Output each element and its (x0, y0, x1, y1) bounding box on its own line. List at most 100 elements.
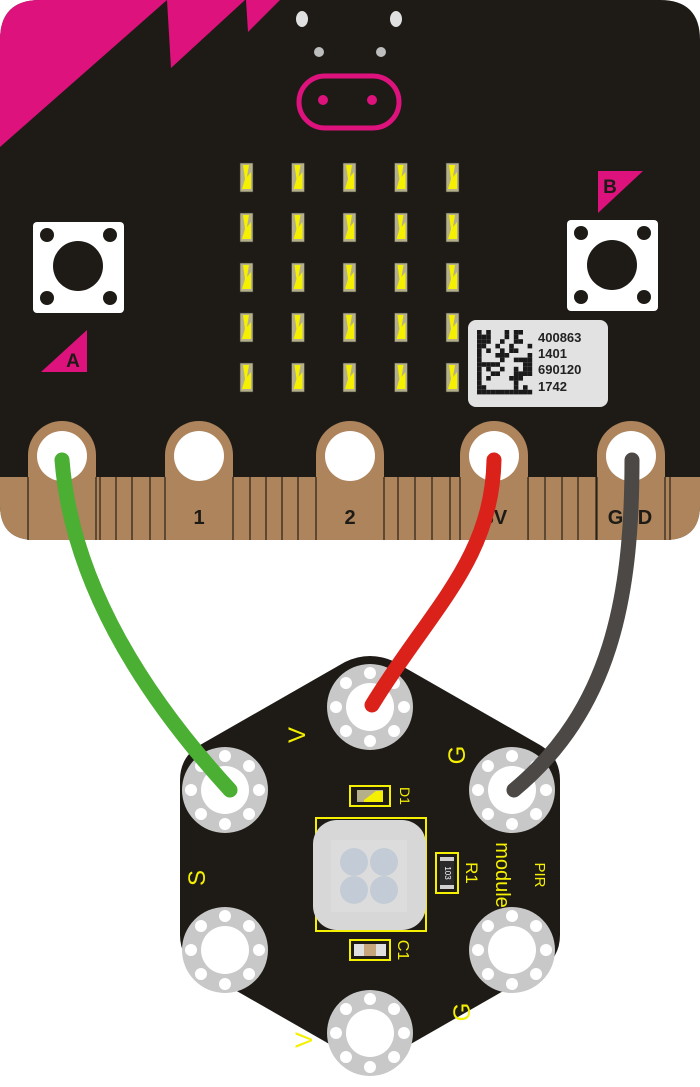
pin-2-label: 2 (344, 507, 355, 529)
datamatrix-cell (509, 376, 514, 381)
led-light (242, 365, 251, 389)
wire-signal[interactable] (54, 452, 238, 798)
pad-via (472, 784, 484, 796)
wire-ground[interactable] (506, 452, 640, 798)
pad-via (364, 1061, 376, 1073)
pin-hole[interactable] (325, 431, 375, 481)
pad-via (481, 759, 494, 772)
datamatrix-cell (527, 389, 533, 395)
datamatrix-cell (523, 389, 528, 395)
datamatrix-cell (495, 371, 500, 376)
pin-pad-pin2[interactable] (315, 421, 385, 540)
wires (54, 452, 640, 798)
datamatrix-cell (527, 366, 533, 372)
led-pixel (342, 212, 357, 243)
led-pixel (291, 212, 305, 243)
led-pixel (394, 262, 408, 293)
led-light (242, 315, 251, 339)
pir-pads (182, 664, 555, 1076)
serial-line-3: 690120 (538, 362, 581, 377)
led-pixel (394, 362, 408, 393)
led-pixel (239, 262, 254, 293)
pad-via (339, 676, 352, 689)
datamatrix-cell (486, 330, 491, 335)
datamatrix-cell (495, 389, 500, 395)
r1-terminal (440, 857, 454, 861)
pad-via (506, 750, 518, 762)
button-a-label: A (66, 351, 80, 372)
datamatrix-cell (477, 371, 482, 376)
datamatrix-cell (513, 380, 519, 386)
led-light (396, 315, 406, 339)
pad-via (506, 910, 518, 922)
button-b[interactable] (567, 220, 658, 311)
button-a-hole (103, 228, 117, 242)
datamatrix-cell (477, 343, 482, 349)
button-b-hole (637, 290, 651, 304)
sensor-element (370, 876, 398, 904)
c1-center (364, 944, 376, 956)
led-light (242, 165, 251, 189)
pad-via (506, 818, 518, 830)
datamatrix-cell (486, 339, 491, 344)
pad-via (219, 818, 231, 830)
led-matrix (239, 162, 460, 393)
button-a-hole (40, 228, 54, 242)
led-light (242, 265, 251, 289)
datamatrix-cell (518, 339, 523, 344)
datamatrix-cell (513, 348, 519, 353)
led-pixel (239, 212, 254, 243)
datamatrix-cell (513, 357, 519, 363)
pin-hole[interactable] (174, 431, 224, 481)
led-light (448, 365, 457, 389)
pir-pad-s-bottom[interactable] (182, 907, 268, 993)
pad-via (388, 1002, 401, 1015)
led-light (396, 215, 406, 239)
pir-label-v-top: V (284, 727, 311, 743)
led-light (242, 215, 251, 239)
button-a-cap[interactable] (53, 241, 103, 291)
accent-triangle-large (0, 0, 167, 147)
pin-pad-pin1[interactable] (164, 421, 234, 540)
pir-label-g-bottom: G (449, 1003, 476, 1022)
serial-line-4: 1742 (538, 379, 567, 394)
datamatrix-cell (481, 389, 487, 395)
pad-via (530, 808, 543, 821)
pir-pad-v-bottom[interactable] (327, 990, 413, 1076)
pir-pad-g-bottom[interactable] (469, 907, 555, 993)
pad-via (364, 735, 376, 747)
pad-hole[interactable] (488, 926, 536, 974)
datamatrix-cell (518, 330, 523, 335)
datamatrix-cell (477, 376, 482, 381)
wire-power[interactable] (364, 452, 502, 713)
datamatrix-cell (486, 362, 491, 367)
button-a-hole (103, 291, 117, 305)
led-light (448, 265, 457, 289)
datamatrix-cell (486, 376, 491, 381)
button-b-hole (637, 226, 651, 240)
datamatrix-cell (495, 362, 500, 367)
datamatrix-cell (477, 334, 482, 340)
sensor-dot-right (376, 47, 386, 57)
sensor-window (331, 840, 407, 912)
button-a[interactable] (33, 222, 124, 313)
logo-eye-left (318, 95, 328, 105)
datamatrix-cell (527, 362, 533, 367)
button-b-cap[interactable] (587, 240, 637, 290)
pad-hole[interactable] (346, 1009, 394, 1057)
datamatrix-cell (518, 389, 523, 395)
datamatrix-cell (500, 357, 505, 363)
datamatrix-cell (477, 389, 482, 395)
led-pixel (394, 312, 408, 343)
pad-via (194, 808, 207, 821)
datamatrix-cell (477, 357, 482, 363)
pad-via (472, 944, 484, 956)
led-light (345, 365, 354, 389)
pad-via (530, 968, 543, 981)
pad-hole[interactable] (201, 926, 249, 974)
pad-via (388, 725, 401, 738)
led-light (293, 165, 303, 189)
datamatrix-cell (486, 348, 491, 353)
datamatrix-cell (477, 362, 482, 367)
serial-label: 400863 1401 690120 1742 (468, 320, 608, 407)
